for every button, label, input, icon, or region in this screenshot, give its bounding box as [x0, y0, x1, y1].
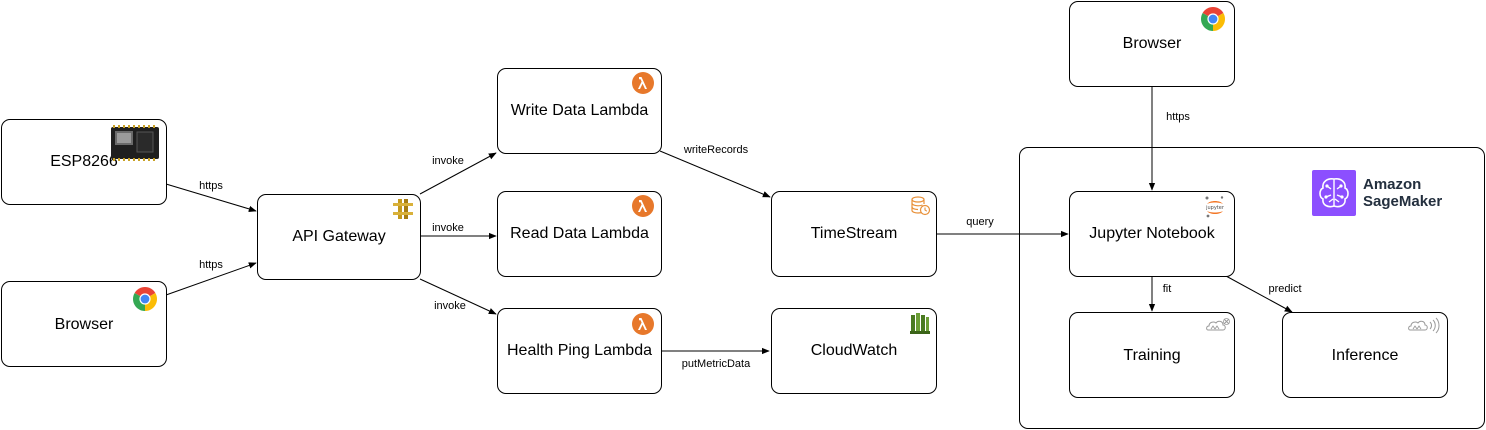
- jupyter-node[interactable]: Jupyter Notebook: [1069, 191, 1235, 277]
- write-lambda-label: Write Data Lambda: [510, 102, 649, 119]
- esp8266-label: ESP8266: [50, 153, 118, 170]
- sagemaker-title-line2: SageMaker: [1363, 193, 1443, 210]
- edge-label-put-metric-data: putMetricData: [681, 358, 751, 370]
- chrome-icon: [133, 287, 157, 311]
- sagemaker-inference-icon: [1408, 317, 1440, 334]
- edge-write-to-timestream: [659, 150, 771, 198]
- health-lambda-label: Health Ping Lambda: [507, 342, 652, 359]
- edge-label-browser-https: https: [199, 259, 223, 271]
- timestream-icon: [911, 196, 931, 216]
- inference-node[interactable]: Inference: [1282, 312, 1448, 398]
- api-gateway-node[interactable]: API Gateway: [257, 194, 421, 280]
- sagemaker-title-line1: Amazon: [1363, 176, 1422, 193]
- timestream-label: TimeStream: [810, 225, 898, 242]
- edge-label-fit: fit: [1162, 283, 1172, 295]
- sagemaker-group: [1019, 147, 1485, 429]
- edge-esp-to-api: [165, 183, 257, 212]
- cloudwatch-label: CloudWatch: [810, 342, 898, 359]
- svg-text:jupyter: jupyter: [1205, 205, 1225, 211]
- api-gateway-icon: [393, 199, 413, 219]
- edge-jupyter-to-inference: [1225, 275, 1293, 313]
- edge-label-write-records: writeRecords: [683, 144, 749, 156]
- edge-label-invoke-read: invoke: [432, 222, 464, 234]
- sagemaker-training-icon: [1206, 318, 1230, 331]
- edge-api-to-write: [419, 152, 497, 195]
- edge-label-invoke-health: invoke: [434, 300, 466, 312]
- cloudwatch-icon: [910, 313, 930, 334]
- edge-label-invoke-write: invoke: [432, 155, 464, 167]
- read-lambda-label: Read Data Lambda: [510, 225, 649, 242]
- lambda-icon: [632, 72, 654, 94]
- edge-label-browser-https-top: https: [1166, 111, 1190, 123]
- lambda-icon: [632, 313, 654, 335]
- inference-label: Inference: [1331, 347, 1399, 364]
- jupyter-icon: jupyter: [1205, 196, 1225, 218]
- timestream-node[interactable]: TimeStream: [771, 191, 937, 277]
- training-label: Training: [1123, 347, 1181, 364]
- lambda-icon: [632, 195, 654, 217]
- edge-label-query: query: [966, 216, 994, 228]
- edge-label-esp-https: https: [199, 180, 223, 192]
- api-gateway-label: API Gateway: [292, 228, 386, 245]
- edge-label-predict: predict: [1268, 283, 1302, 295]
- chrome-icon: [1201, 7, 1225, 31]
- browser-left-label: Browser: [54, 316, 114, 333]
- cloudwatch-node[interactable]: CloudWatch: [771, 308, 937, 394]
- sagemaker-title: Amazon SageMaker: [1363, 176, 1442, 210]
- edge-browser-to-api: [165, 262, 257, 296]
- browser-top-label: Browser: [1122, 35, 1182, 52]
- sagemaker-brain-icon: [1312, 170, 1356, 216]
- microcontroller-board-icon: [111, 125, 159, 161]
- edge-api-to-health: [419, 278, 497, 315]
- jupyter-label: Jupyter Notebook: [1089, 225, 1215, 242]
